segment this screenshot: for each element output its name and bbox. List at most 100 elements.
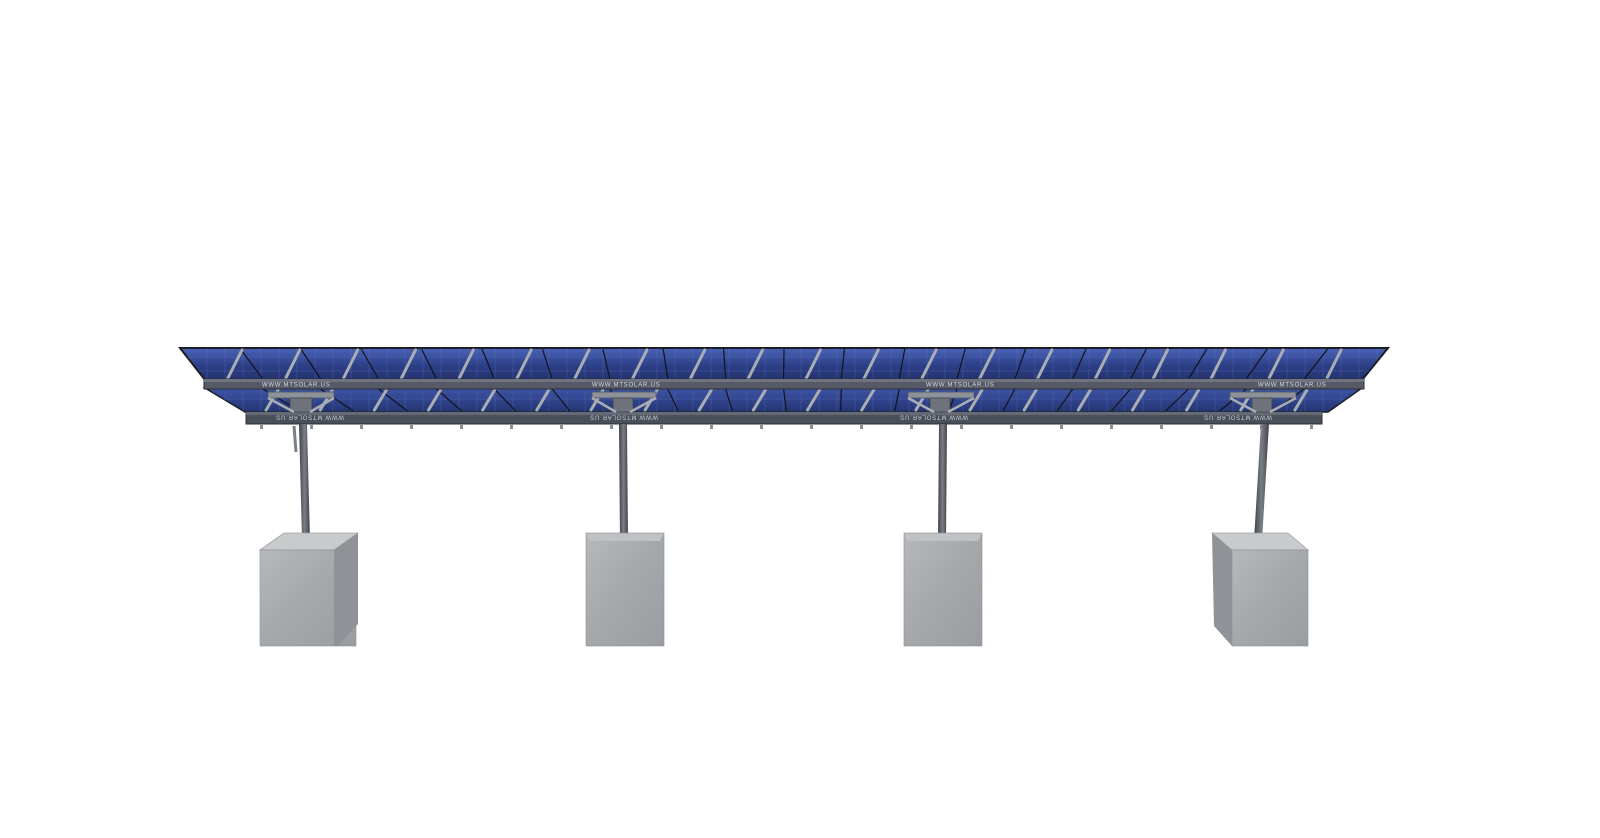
module-seam-upper	[239, 348, 264, 380]
module-seam-upper	[898, 348, 906, 380]
rail-clamp	[1160, 424, 1163, 429]
support-2-post	[619, 424, 628, 540]
module-seam-upper	[1014, 348, 1027, 380]
purlin-bracket-upper	[978, 348, 996, 380]
back-rail-label-2: WWW.MTSOLAR.US	[589, 414, 658, 420]
purlin-bracket-lower	[1022, 388, 1038, 412]
rail-clamp	[660, 424, 663, 429]
back-rail-label-1: WWW.MTSOLAR.US	[275, 414, 344, 420]
module-seam-lower	[493, 388, 517, 412]
support-4-post	[1254, 424, 1269, 540]
support-2-concrete-pier	[585, 532, 665, 647]
module-seam-lower	[840, 388, 842, 412]
rail-clamp	[960, 424, 963, 429]
module-seam-lower	[782, 388, 788, 412]
purlin-bracket-lower	[1185, 388, 1201, 412]
module-seam-upper	[1130, 348, 1147, 380]
module-seam-lower	[551, 388, 571, 412]
module-seam-upper	[421, 348, 437, 380]
support-4	[1210, 391, 1310, 647]
module-seam-upper	[782, 348, 785, 380]
front-rail-label-4: WWW.MTSOLAR.US	[1258, 383, 1327, 389]
support-3	[903, 391, 983, 647]
purlin-bracket-lower	[372, 388, 388, 412]
purlin-bracket-lower	[1076, 388, 1092, 412]
back-rail-label-3: WWW.MTSOLAR.US	[899, 414, 968, 420]
purlin-bracket-lower	[968, 388, 984, 412]
rail-clamp	[460, 424, 463, 429]
module-seam-upper	[662, 348, 669, 380]
module-seam-upper	[360, 348, 380, 380]
rail-clamp	[410, 424, 413, 429]
purlin-bracket-lower	[860, 388, 876, 412]
support-4-concrete-pier	[1210, 532, 1310, 647]
module-seam-upper	[1303, 348, 1329, 380]
module-seam-upper	[1187, 348, 1208, 380]
purlin-bracket-upper	[747, 348, 765, 380]
module-seam-upper	[602, 348, 611, 380]
rail-clamp	[710, 424, 713, 429]
rail-clamp	[1060, 424, 1063, 429]
purlin-bracket-lower	[1130, 388, 1146, 412]
purlin-bracket-lower	[697, 388, 713, 412]
purlin-bracket-lower	[1293, 388, 1309, 412]
rail-clamp	[860, 424, 863, 429]
purlin-bracket-upper	[284, 348, 302, 380]
support-1-post	[299, 424, 310, 540]
support-3-head-bracket	[907, 391, 975, 414]
support-4-head-bracket	[1229, 391, 1297, 414]
rail-clamp	[1010, 424, 1013, 429]
purlin-bracket-upper	[457, 348, 475, 380]
purlin-bracket-upper	[515, 348, 533, 380]
purlin-bracket-upper	[689, 348, 707, 380]
rail-clamp	[610, 424, 613, 429]
front-rail-label-2: WWW.MTSOLAR.US	[592, 383, 661, 389]
rail-clamps	[260, 424, 1313, 429]
purlin-bracket-upper	[631, 348, 649, 380]
purlin-bracket-lower	[751, 388, 767, 412]
module-seam-lower	[1165, 388, 1189, 412]
purlin-bracket-upper	[862, 348, 880, 380]
module-seam-lower	[725, 388, 733, 412]
rail-clamp	[1210, 424, 1213, 429]
module-seam-upper	[481, 348, 495, 380]
module-seam-upper	[723, 348, 727, 380]
support-3-concrete-pier	[903, 532, 983, 647]
support-1-concrete-pier	[258, 532, 360, 647]
module-seam-lower	[894, 388, 900, 412]
support-1-head-bracket	[267, 391, 335, 453]
front-rail-label-3: WWW.MTSOLAR.US	[926, 383, 995, 389]
purlin-bracket-upper	[1209, 348, 1227, 380]
rail-clamp	[260, 424, 263, 429]
support-2-head-bracket	[591, 391, 657, 414]
rail-clamp	[910, 424, 913, 429]
module-seam-upper	[1072, 348, 1087, 380]
front-rail-label-1: WWW.MTSOLAR.US	[262, 383, 331, 389]
purlin-bracket-lower	[481, 388, 497, 412]
purlin-bracket-lower	[427, 388, 443, 412]
purlin-bracket-upper	[920, 348, 938, 380]
module-seam-upper	[956, 348, 966, 380]
module-seam-lower	[1056, 388, 1074, 412]
module-seam-lower	[667, 388, 679, 412]
panel-array: WWW.MTSOLAR.US WWW.MTSOLAR.US WWW.MTSOLA…	[177, 347, 1391, 429]
purlin-brackets	[226, 348, 1343, 412]
purlin-bracket-upper	[226, 348, 244, 380]
purlin-bracket-lower	[806, 388, 822, 412]
purlin-bracket-upper	[573, 348, 591, 380]
back-rail-label-4: WWW.MTSOLAR.US	[1203, 414, 1272, 420]
rail-clamp	[510, 424, 513, 429]
module-seam-upper	[840, 348, 845, 380]
purlin-bracket-upper	[804, 348, 822, 380]
rail-clamp	[310, 424, 313, 429]
purlin-bracket-upper	[1267, 348, 1285, 380]
support-3-post	[938, 424, 947, 540]
purlin-bracket-upper	[399, 348, 417, 380]
purlin-bracket-lower	[535, 388, 551, 412]
module-seam-upper	[1245, 348, 1268, 380]
purlin-bracket-upper	[1036, 348, 1054, 380]
purlin-bracket-upper	[342, 348, 360, 380]
rail-clamp	[1110, 424, 1113, 429]
support-2	[585, 391, 665, 647]
